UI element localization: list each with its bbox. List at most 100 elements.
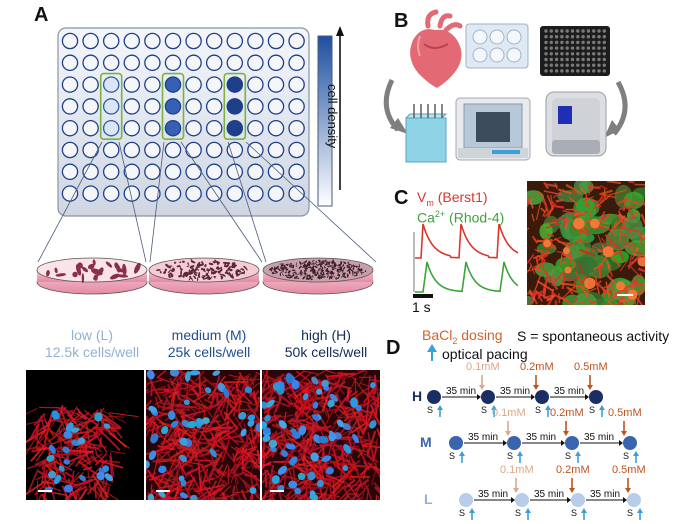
actin-fiber	[309, 418, 321, 429]
actin-fiber	[349, 460, 361, 469]
nucleus	[201, 417, 210, 424]
actin-fiber	[160, 485, 173, 489]
actin-fiber	[262, 437, 267, 464]
dish-cell	[209, 276, 213, 281]
density-high-count: 50k cells/well	[284, 344, 368, 360]
dish-cell	[317, 259, 321, 262]
actin-fiber	[332, 480, 336, 500]
nucleus	[247, 414, 256, 421]
well	[82, 54, 99, 72]
highlight-low	[99, 72, 123, 140]
dish-cell	[306, 277, 309, 280]
well	[123, 119, 141, 137]
dish-cell	[320, 271, 325, 273]
nucleus	[342, 464, 349, 471]
dish-cell	[208, 262, 214, 266]
spontaneous-marker: S	[571, 508, 578, 518]
nucleus	[189, 370, 201, 376]
actin-fiber	[26, 408, 38, 415]
red-membrane	[602, 222, 609, 225]
density-row-label: L	[424, 491, 433, 507]
actin-fiber	[67, 449, 94, 454]
actin-fiber	[326, 474, 345, 484]
nucleus	[270, 446, 277, 453]
actin-fiber	[357, 397, 362, 425]
dish-cell	[77, 262, 83, 269]
red-membrane	[585, 287, 590, 299]
actin-fiber	[346, 492, 360, 496]
red-membrane	[623, 245, 635, 250]
dish-cell	[210, 271, 216, 274]
red-membrane	[622, 296, 629, 305]
dish-cell	[300, 269, 302, 272]
dish-cell	[344, 272, 347, 275]
red-membrane	[606, 300, 613, 305]
dish-cell	[331, 262, 333, 265]
actin-fiber	[235, 448, 257, 461]
well	[144, 141, 161, 159]
dish-cell	[289, 275, 293, 279]
well	[185, 141, 202, 159]
nucleus	[146, 460, 150, 469]
red-membrane	[623, 239, 636, 247]
actin-fiber	[51, 459, 73, 471]
density-medium-count: 25k cells/well	[167, 344, 251, 360]
actin-fiber	[288, 399, 313, 406]
actin-fiber	[300, 442, 312, 450]
well	[288, 163, 305, 181]
pacing-legend: optical pacing	[442, 346, 528, 362]
dish-cell	[274, 270, 277, 274]
nucleus	[223, 387, 230, 399]
dish-cell	[303, 269, 305, 272]
actin-fiber	[334, 486, 345, 496]
dish-cell	[353, 271, 356, 274]
red-membrane	[629, 265, 641, 278]
red-membrane	[535, 249, 550, 263]
dish-cell	[320, 274, 322, 277]
nucleus	[150, 433, 159, 444]
actin-fiber	[291, 479, 313, 500]
nucleus	[312, 401, 319, 409]
actin-fiber	[210, 407, 219, 423]
actin-fiber	[41, 459, 46, 470]
actin-fiber	[146, 385, 167, 394]
nucleus	[369, 420, 377, 429]
actin-fiber	[207, 480, 218, 497]
interval-label: 35 min	[590, 489, 621, 500]
dish-cell	[309, 275, 312, 280]
actin-fiber	[176, 379, 183, 390]
red-membrane	[573, 261, 577, 268]
actin-fiber	[110, 450, 126, 454]
well	[164, 119, 182, 137]
actin-fiber	[262, 462, 272, 467]
dish-cell	[189, 272, 194, 275]
dish-cell	[316, 271, 319, 275]
actin-fiber	[306, 466, 309, 475]
actin-fiber	[331, 438, 339, 446]
actin-fiber	[339, 405, 350, 419]
red-membrane	[582, 196, 594, 202]
dish-cell	[272, 273, 277, 275]
density-high-label: high (H) 50k cells/well	[266, 327, 386, 361]
actin-fiber	[287, 381, 311, 399]
actin-fiber	[213, 468, 233, 480]
green-cell	[539, 223, 553, 240]
actin-fiber	[266, 491, 279, 500]
well	[61, 76, 79, 93]
actin-fiber	[337, 455, 351, 462]
dish-cell	[302, 276, 306, 278]
actin-fiber	[146, 415, 155, 426]
actin-fiber	[355, 405, 380, 424]
dish-cell	[353, 275, 357, 277]
dish-cell	[302, 266, 307, 268]
actin-fiber	[238, 395, 241, 417]
dish-cell	[317, 276, 320, 279]
bright-spot	[573, 217, 585, 230]
actin-fiber	[366, 393, 380, 401]
bacl-symbol: BaCl	[422, 327, 453, 343]
actin-fiber	[182, 382, 195, 401]
nucleus	[272, 382, 281, 391]
nucleus	[321, 455, 332, 462]
red-membrane	[600, 185, 608, 190]
dish-cell	[317, 263, 321, 266]
